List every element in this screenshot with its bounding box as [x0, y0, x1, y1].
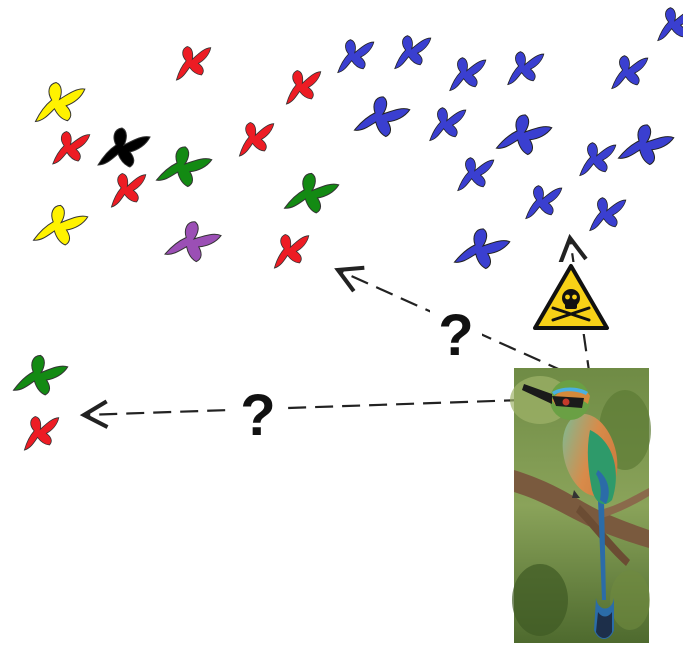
butterfly-blue-4 — [501, 46, 550, 87]
arrow-to-left-pair — [79, 398, 523, 429]
butterfly-blue-7 — [353, 93, 412, 140]
diverse-butterfly-group — [31, 40, 341, 271]
butterfly-green-2 — [283, 170, 341, 216]
butterfly-blue-14 — [583, 192, 632, 233]
butterfly-blue-2 — [388, 30, 437, 71]
motmot-bird-photo — [510, 368, 651, 643]
butterfly-red-6 — [266, 228, 316, 271]
butterfly-blue-12 — [451, 152, 500, 193]
butterfly-red-3 — [47, 127, 95, 166]
isolated-butterfly-pair — [12, 352, 70, 453]
butterfly-yellow-2 — [32, 202, 90, 248]
toxic-warning-icon — [533, 262, 610, 334]
butterfly-blue-13 — [519, 180, 568, 221]
butterfly-purple — [164, 217, 224, 266]
butterfly-yellow-1 — [31, 79, 88, 124]
butterfly-green-3 — [12, 352, 70, 398]
question-mark-middle: ? — [438, 303, 473, 368]
blue-mimic-group — [331, 2, 683, 272]
butterfly-red-7 — [16, 410, 66, 453]
butterfly-blue-8 — [423, 102, 472, 143]
butterfly-red-1 — [168, 40, 218, 83]
butterfly-blue-6 — [651, 2, 683, 43]
butterfly-red-4 — [231, 116, 281, 159]
butterfly-blue-11 — [573, 137, 622, 178]
butterfly-blue-9 — [495, 111, 554, 158]
butterfly-red-2 — [278, 64, 328, 107]
question-mark-left: ? — [240, 383, 275, 448]
butterfly-blue-15 — [453, 225, 512, 272]
butterfly-blue-3 — [443, 52, 492, 93]
butterfly-red-5 — [103, 167, 153, 210]
butterfly-black — [97, 127, 151, 168]
butterfly-green-1 — [155, 143, 214, 190]
butterfly-blue-5 — [605, 50, 654, 91]
butterfly-blue-10 — [617, 121, 676, 168]
butterfly-blue-1 — [331, 34, 380, 75]
